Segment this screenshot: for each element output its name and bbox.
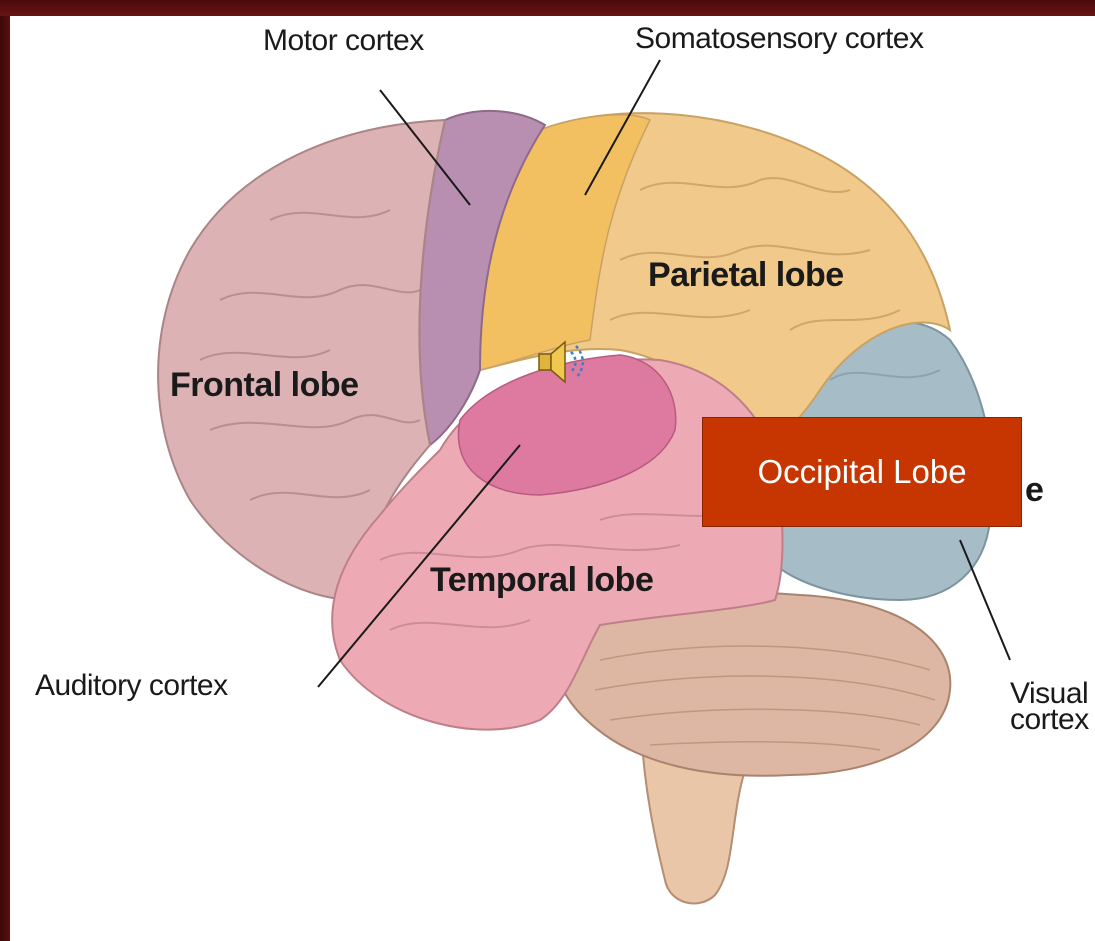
visual-cortex-label: Visual cortex	[1010, 681, 1089, 733]
temporal-lobe-label: Temporal lobe	[430, 561, 653, 600]
slide-top-bar	[0, 0, 1095, 16]
motor-cortex-label: Motor cortex	[263, 24, 424, 58]
frontal-lobe-label: Frontal lobe	[170, 366, 359, 405]
occipital-lobe-label-box[interactable]: Occipital Lobe	[702, 417, 1022, 527]
auditory-cortex-label: Auditory cortex	[35, 669, 228, 703]
visual-cortex-label-line2: cortex	[1010, 703, 1089, 736]
occipital-lobe-partial-label: e	[1025, 471, 1043, 510]
speaker-icon[interactable]	[535, 334, 587, 390]
parietal-lobe-label: Parietal lobe	[648, 256, 844, 295]
visual-cortex-leader	[960, 540, 1010, 660]
somatosensory-cortex-label: Somatosensory cortex	[635, 22, 923, 56]
